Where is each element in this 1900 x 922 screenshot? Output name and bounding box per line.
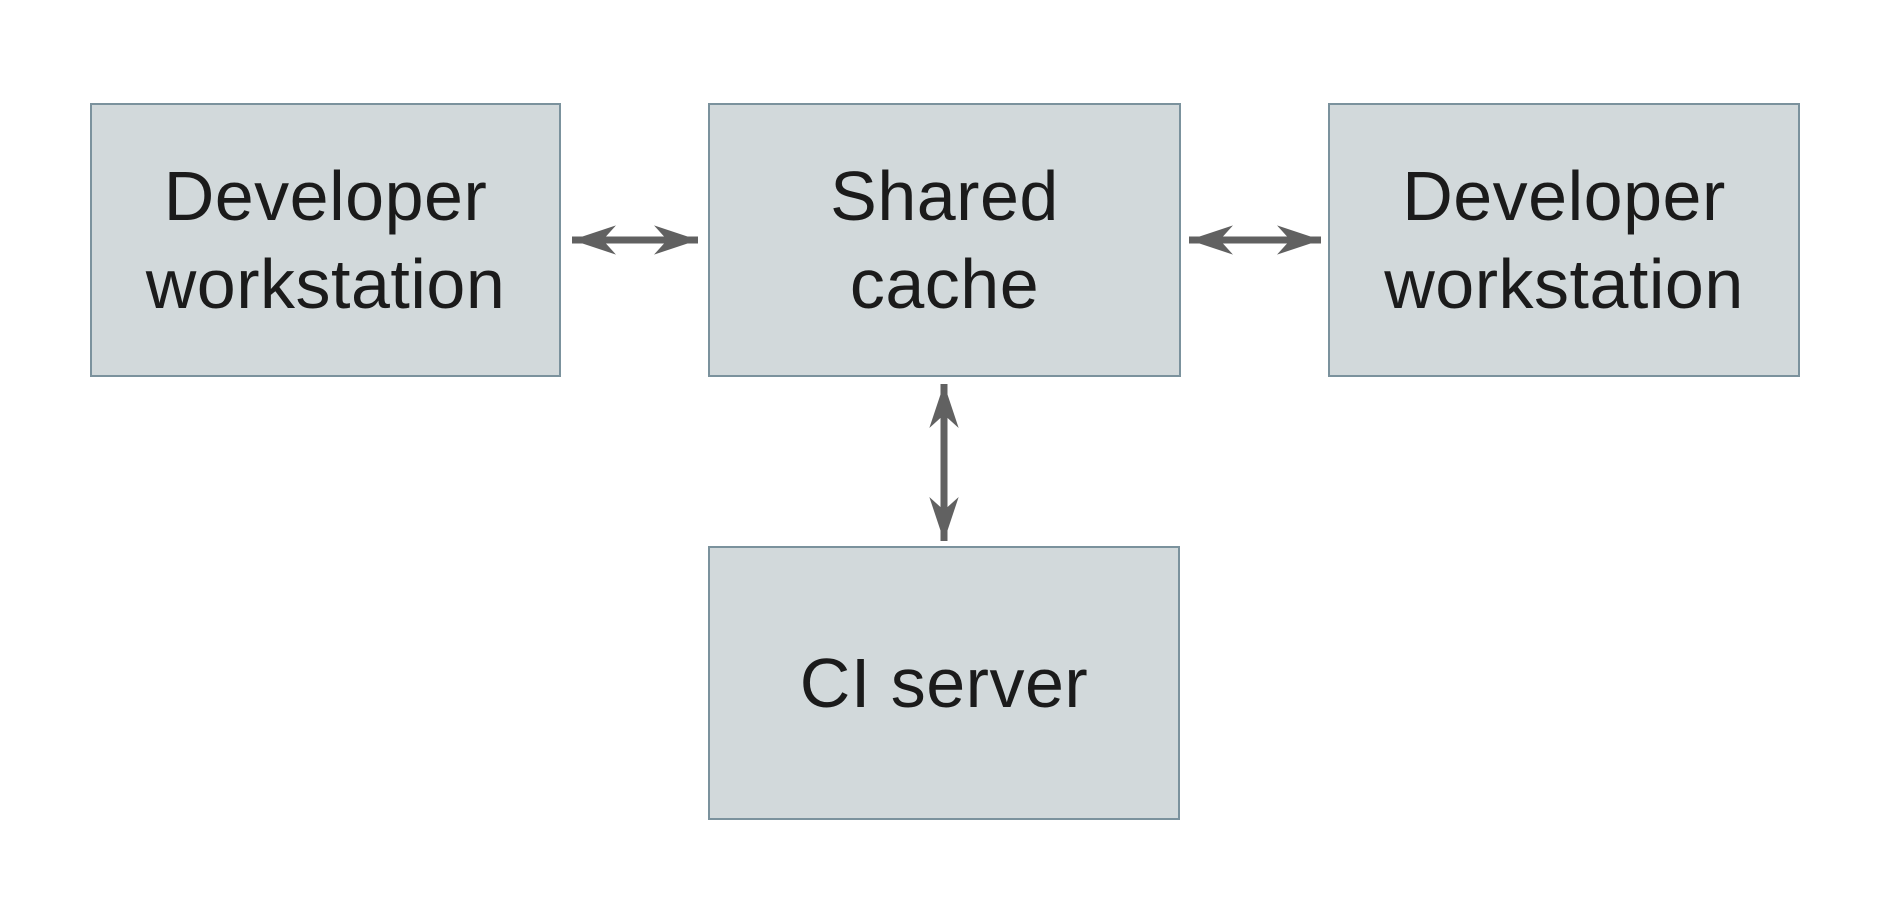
node-label-developer-workstation-right: Developer workstation bbox=[1384, 156, 1744, 323]
node-ci-server: CI server bbox=[708, 546, 1180, 820]
node-label-ci-server: CI server bbox=[799, 643, 1089, 722]
node-label-shared-cache: Shared cache bbox=[830, 156, 1059, 323]
node-shared-cache: Shared cache bbox=[708, 103, 1181, 377]
node-developer-workstation-right: Developer workstation bbox=[1328, 103, 1800, 377]
node-developer-workstation-left: Developer workstation bbox=[90, 103, 561, 377]
node-label-developer-workstation-left: Developer workstation bbox=[145, 156, 506, 323]
